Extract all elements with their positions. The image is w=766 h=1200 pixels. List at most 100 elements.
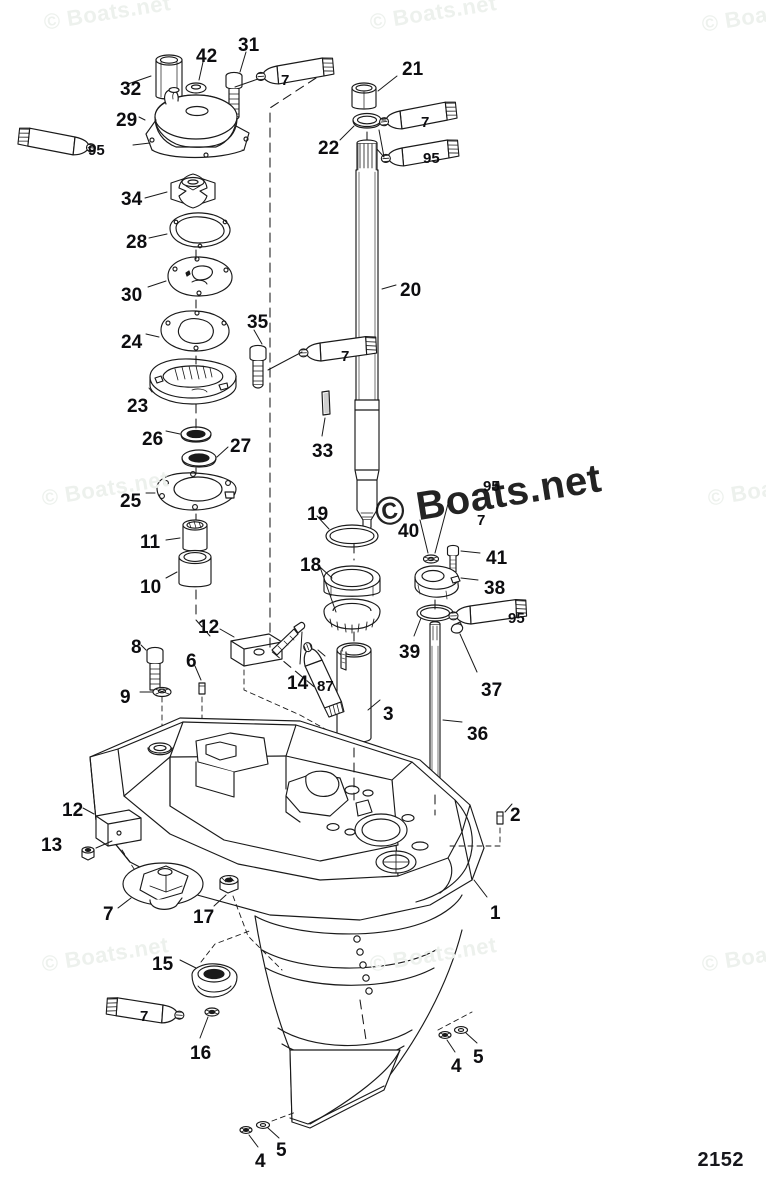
part-40-washer xyxy=(422,554,440,564)
part-16-washer xyxy=(204,1007,220,1017)
callout-19[interactable]: 19 xyxy=(307,504,329,525)
callout-29[interactable]: 29 xyxy=(116,110,138,131)
part-38-shift-cam xyxy=(414,565,461,600)
callout-22[interactable]: 22 xyxy=(318,138,340,159)
callout-5[interactable]: 5 xyxy=(473,1047,484,1068)
callout-14[interactable]: 14 xyxy=(287,673,309,694)
callout-95[interactable]: 95 xyxy=(508,610,525,627)
callout-17[interactable]: 17 xyxy=(193,907,215,928)
part-37-clip xyxy=(450,621,464,634)
callout-7[interactable]: 7 xyxy=(341,348,350,365)
part-26-seal xyxy=(180,426,212,443)
callout-1[interactable]: 1 xyxy=(490,903,501,924)
callout-27[interactable]: 27 xyxy=(230,436,252,457)
part-2-dowel-pin xyxy=(496,811,504,825)
part-4-washer-bottom xyxy=(239,1126,253,1134)
callout-33[interactable]: 33 xyxy=(312,441,334,462)
callout-38[interactable]: 38 xyxy=(484,578,506,599)
part-36-shift-shaft xyxy=(429,621,441,793)
callout-7[interactable]: 7 xyxy=(281,72,290,89)
part-95-lubricant-tube-upper-right xyxy=(379,138,460,169)
callout-30[interactable]: 30 xyxy=(121,285,143,306)
part-29-water-pump-housing xyxy=(145,87,250,159)
callout-9[interactable]: 9 xyxy=(120,687,131,708)
callout-7[interactable]: 7 xyxy=(421,114,430,131)
callout-32[interactable]: 32 xyxy=(120,79,142,100)
part-12-anode-block-lower xyxy=(95,809,142,847)
callout-5[interactable]: 5 xyxy=(276,1140,287,1161)
callout-7[interactable]: 7 xyxy=(103,904,114,925)
part-42-washer xyxy=(185,82,207,94)
part-25-plate xyxy=(156,471,237,511)
callout-21[interactable]: 21 xyxy=(402,59,424,80)
callout-25[interactable]: 25 xyxy=(120,491,142,512)
callout-28[interactable]: 28 xyxy=(126,232,148,253)
callout-7[interactable]: 7 xyxy=(477,512,486,529)
part-7-lubricant-tube-top xyxy=(254,56,335,87)
part-28-gasket xyxy=(169,212,231,249)
callout-95[interactable]: 95 xyxy=(483,478,500,495)
callout-95[interactable]: 95 xyxy=(88,142,105,159)
part-17-nut xyxy=(219,875,239,894)
part-19-o-ring xyxy=(325,524,379,548)
part-30-face-plate xyxy=(167,256,233,297)
part-35-bolt xyxy=(249,344,267,389)
callout-2[interactable]: 2 xyxy=(510,805,521,826)
callout-16[interactable]: 16 xyxy=(190,1043,212,1064)
callout-95[interactable]: 95 xyxy=(423,150,440,167)
callout-35[interactable]: 35 xyxy=(247,312,269,333)
part-3-bearing-carrier xyxy=(336,642,372,744)
diagram-number: 2152 xyxy=(697,1149,744,1171)
part-12-anode-block-upper xyxy=(230,633,283,667)
callout-26[interactable]: 26 xyxy=(142,429,164,450)
part-13-nut xyxy=(81,846,95,861)
callout-15[interactable]: 15 xyxy=(152,954,174,975)
part-18-bearing-cone xyxy=(323,598,381,634)
part-14-screw xyxy=(271,621,306,656)
part-34-impeller xyxy=(170,173,216,209)
part-7-anode-plate xyxy=(122,862,204,910)
part-6-pin xyxy=(198,682,206,695)
callout-6[interactable]: 6 xyxy=(186,651,197,672)
part-10-sleeve xyxy=(178,549,212,588)
part-22-seal xyxy=(352,112,382,129)
part-95-lubricant-tube-left xyxy=(16,126,98,158)
part-4-washer-mid xyxy=(438,1031,452,1039)
callout-7[interactable]: 7 xyxy=(140,1008,149,1025)
part-24-gasket xyxy=(160,310,230,352)
callout-11[interactable]: 11 xyxy=(140,532,161,553)
callout-8[interactable]: 8 xyxy=(131,637,142,658)
part-5-screw-bottom xyxy=(255,1121,271,1129)
callout-39[interactable]: 39 xyxy=(399,642,421,663)
callout-41[interactable]: 41 xyxy=(486,548,508,569)
callout-4[interactable]: 4 xyxy=(451,1056,462,1077)
part-27-seal xyxy=(181,449,217,468)
callout-23[interactable]: 23 xyxy=(127,396,149,417)
part-15-trim-tab xyxy=(191,963,238,998)
part-23-shift-housing xyxy=(149,358,237,405)
callout-20[interactable]: 20 xyxy=(400,280,422,301)
callout-42[interactable]: 42 xyxy=(196,46,218,67)
callout-13[interactable]: 13 xyxy=(41,835,63,856)
part-11-bushing xyxy=(182,519,208,552)
callout-4[interactable]: 4 xyxy=(255,1151,266,1172)
part-9-washer xyxy=(152,686,172,698)
callout-31[interactable]: 31 xyxy=(238,35,260,56)
part-7-lubricant-tube-upper-right xyxy=(377,100,459,132)
part-33-key xyxy=(321,390,331,416)
callout-12[interactable]: 12 xyxy=(198,617,220,638)
callout-12[interactable]: 12 xyxy=(62,800,84,821)
callout-18[interactable]: 18 xyxy=(300,555,322,576)
callout-40[interactable]: 40 xyxy=(398,521,420,542)
callout-3[interactable]: 3 xyxy=(383,704,394,725)
part-39-o-ring xyxy=(416,604,454,622)
callout-87[interactable]: 87 xyxy=(317,678,334,695)
part-21-collar xyxy=(351,82,377,110)
callout-34[interactable]: 34 xyxy=(121,189,143,210)
callout-36[interactable]: 36 xyxy=(467,724,489,745)
callout-37[interactable]: 37 xyxy=(481,680,503,701)
callout-10[interactable]: 10 xyxy=(140,577,162,598)
callout-24[interactable]: 24 xyxy=(121,332,143,353)
